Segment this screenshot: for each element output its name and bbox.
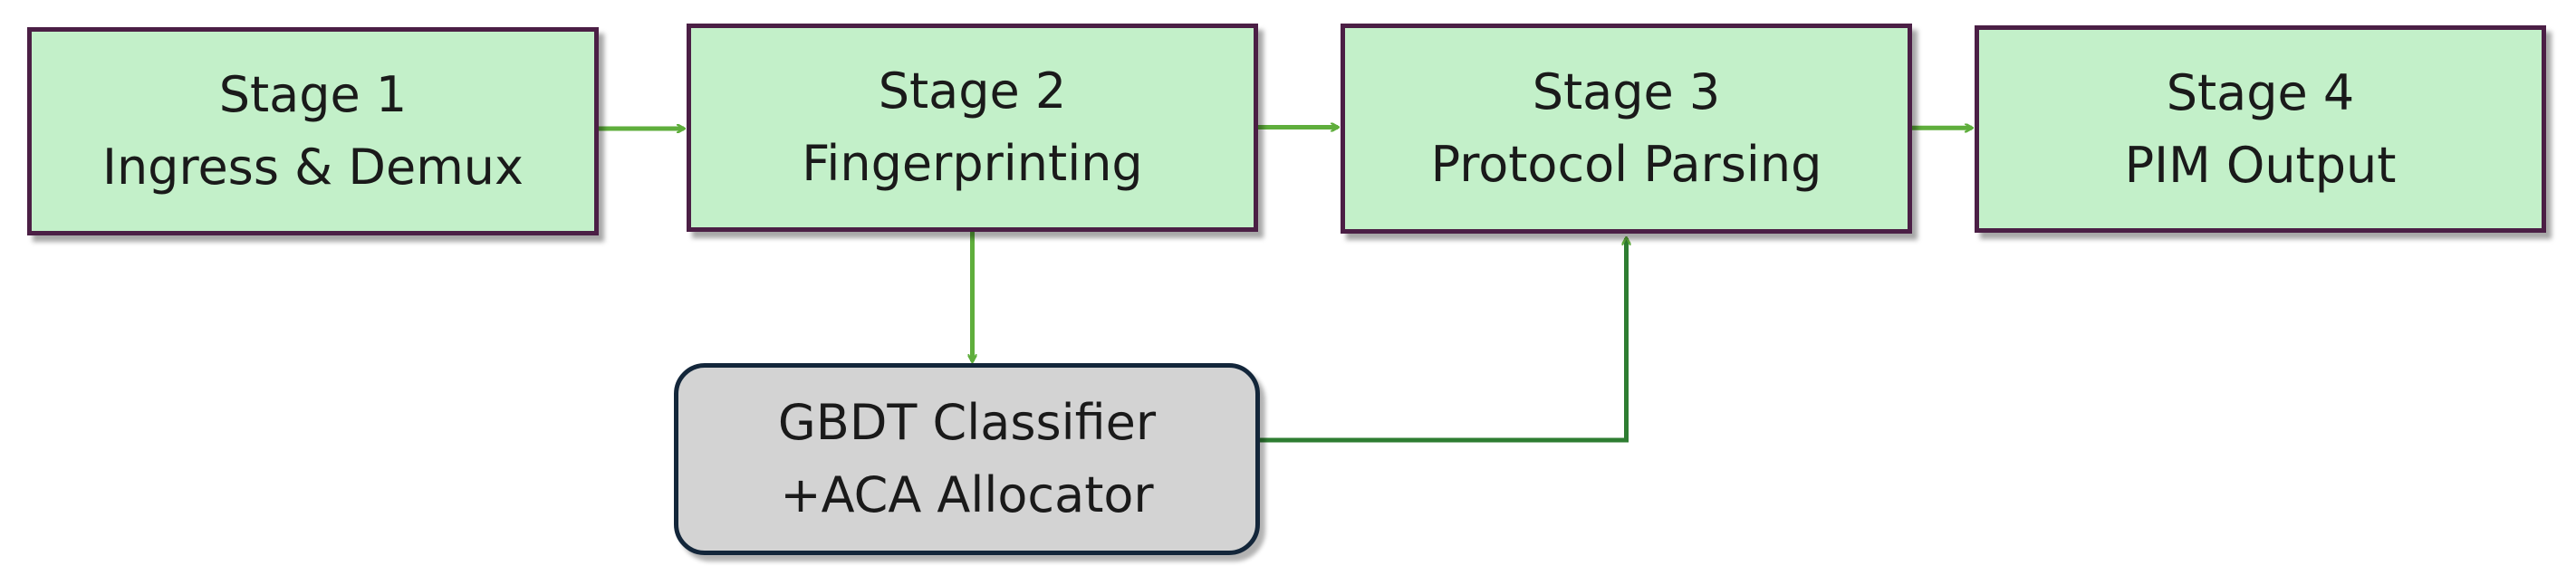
- classifier-title: GBDT Classifier: [777, 394, 1157, 451]
- classifier-subtitle: +ACA Allocator: [780, 466, 1154, 523]
- classifier-box: GBDT Classifier +ACA Allocator: [674, 363, 1260, 555]
- stage-4-subtitle: PIM Output: [2124, 136, 2397, 194]
- stage-3-box: Stage 3 Protocol Parsing: [1341, 24, 1912, 234]
- stage-3-subtitle: Protocol Parsing: [1430, 136, 1822, 193]
- stage-2-title: Stage 2: [878, 62, 1067, 120]
- stage-2-subtitle: Fingerprinting: [802, 135, 1143, 192]
- stage-1-box: Stage 1 Ingress & Demux: [27, 27, 599, 235]
- stage-2-box: Stage 2 Fingerprinting: [687, 24, 1258, 232]
- stage-1-subtitle: Ingress & Demux: [102, 139, 524, 196]
- stage-4-box: Stage 4 PIM Output: [1975, 25, 2546, 233]
- stage-1-title: Stage 1: [218, 66, 408, 123]
- arrow-classifier-to-stage3: [1260, 238, 1627, 443]
- stage-3-title: Stage 3: [1532, 63, 1721, 120]
- stage-4-title: Stage 4: [2166, 63, 2355, 121]
